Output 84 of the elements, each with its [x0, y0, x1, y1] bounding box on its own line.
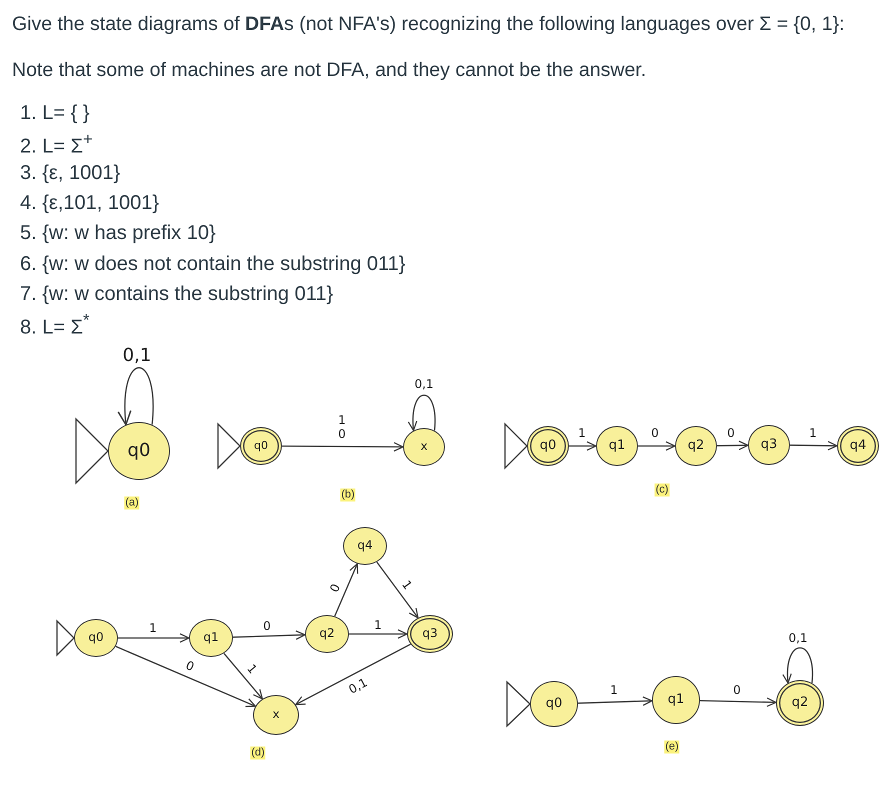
- transition-label: 0,1: [787, 631, 809, 645]
- state-name: q0: [128, 441, 150, 461]
- transition-label: 1: [609, 683, 619, 697]
- figure-caption: (b): [340, 488, 356, 502]
- transition-arrow: [638, 441, 676, 451]
- start-arrow: [506, 680, 531, 728]
- transition-label: 1: [808, 426, 818, 440]
- accepting-state-circle: [527, 426, 569, 466]
- state-name: x: [420, 440, 428, 454]
- transition-label: 0: [650, 426, 660, 440]
- transition-label: 0: [732, 683, 742, 697]
- transition-label: 0,1: [122, 346, 152, 366]
- note-text: Note that some of machines are not DFA, and they cannot be the answer.: [12, 58, 646, 82]
- transition-arrow: [282, 442, 404, 452]
- transition-label: 1: [148, 621, 158, 635]
- transition-label: 0,1: [413, 377, 435, 391]
- figure-caption: (d): [250, 746, 266, 760]
- transition-arrow: [295, 644, 411, 706]
- transition-arrow: [569, 441, 597, 451]
- list-item: 4. {ε,101, 1001}: [20, 191, 160, 215]
- accepting-state-circle: [407, 615, 453, 653]
- transition-arrow: [376, 562, 419, 618]
- start-arrow: [75, 417, 109, 485]
- state-name: q2: [792, 696, 808, 710]
- start-arrow: [56, 619, 75, 657]
- transition-arrow: [700, 697, 777, 707]
- state-circle: [675, 426, 717, 466]
- transition-arrow: [115, 646, 256, 708]
- transition-arrow: [334, 563, 358, 616]
- start-arrow: [504, 422, 528, 470]
- list-item: 3. {ε, 1001}: [20, 161, 120, 185]
- accepting-state-circle: [776, 680, 824, 726]
- state-circle: [74, 619, 118, 657]
- state-circle: [652, 676, 700, 724]
- state-circle: [343, 527, 387, 565]
- state-name: q1: [668, 692, 684, 708]
- state-name: q1: [203, 631, 219, 645]
- state-name: q3: [760, 438, 778, 452]
- self-loop-arrow: [118, 367, 154, 426]
- list-item: 2. L= Σ$^{+}$: [20, 128, 93, 158]
- state-circle: [305, 615, 349, 653]
- transition-arrow: [232, 630, 306, 640]
- state-circle: [748, 425, 790, 465]
- transition-label: 0: [262, 619, 272, 633]
- self-loop-arrow: [782, 647, 814, 684]
- state-circle: [596, 426, 638, 466]
- transition-arrow: [790, 440, 838, 450]
- state-name: q0: [540, 438, 556, 454]
- transition-label: 0: [726, 426, 736, 440]
- figure-caption: (c): [654, 484, 670, 496]
- state-name: q0: [254, 440, 268, 452]
- transition-arrow: [578, 696, 653, 706]
- state-name: q3: [422, 627, 438, 641]
- state-name: q1: [608, 438, 626, 454]
- transition-label: 1 0: [337, 413, 347, 441]
- list-item: 1. L= { }: [20, 101, 90, 125]
- accepting-state-circle: [837, 426, 879, 466]
- state-name: q2: [688, 438, 704, 454]
- list-item: 7. {w: w contains the substring 011}: [20, 282, 334, 306]
- state-circle: [253, 695, 299, 735]
- figure-caption: (e): [664, 740, 680, 754]
- accepting-state-circle: [240, 427, 282, 465]
- question-title: Give the state diagrams of DFAs (not NFA's) recognizing the following languages over Σ = {0, 1}:: [12, 12, 845, 36]
- state-name: q4: [850, 438, 866, 454]
- state-name: x: [272, 708, 280, 722]
- state-circle: [189, 619, 233, 657]
- state-name: q0: [546, 696, 562, 712]
- transition-arrow: [349, 629, 408, 639]
- start-arrow: [217, 422, 241, 470]
- transition-arrow: [224, 652, 263, 700]
- list-item: 6. {w: w does not contain the substring 011}: [20, 252, 406, 276]
- self-loop-arrow: [408, 394, 436, 432]
- state-circle: [403, 428, 445, 466]
- state-circle: [530, 681, 578, 727]
- state-name: q4: [357, 539, 373, 553]
- transition-label: 1: [577, 426, 587, 440]
- state-name: q2: [319, 627, 335, 641]
- list-item: 5. {w: w has prefix 10}: [20, 221, 216, 245]
- list-item: 8. L= Σ$^{*}$: [20, 310, 90, 340]
- figure-caption: (a): [124, 496, 140, 510]
- state-name: q0: [88, 631, 104, 645]
- transition-arrow: [717, 440, 749, 450]
- transition-arrow: [118, 633, 190, 643]
- transition-label: 1: [373, 618, 383, 632]
